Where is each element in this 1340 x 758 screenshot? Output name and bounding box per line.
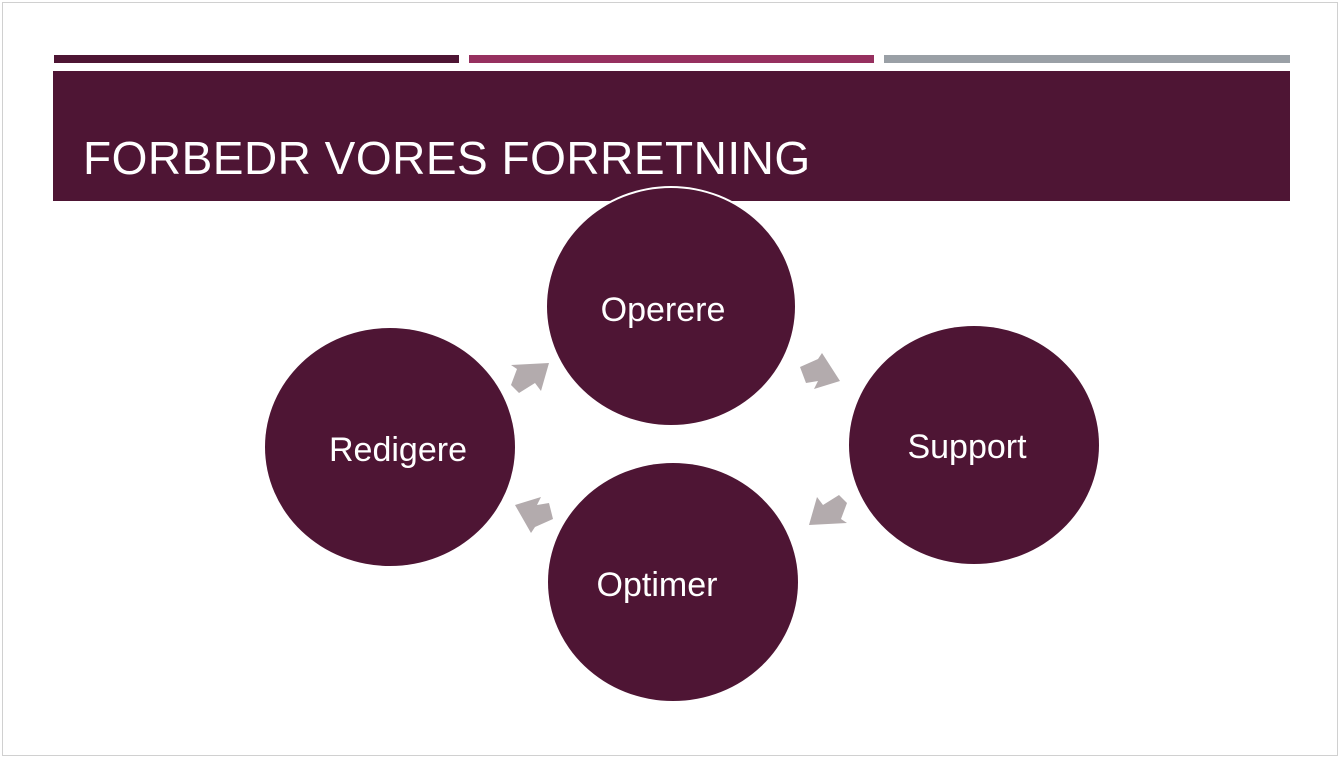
cycle-node-label: Redigere <box>329 430 467 469</box>
accent-bar-magenta <box>469 55 874 63</box>
accent-bar-dark <box>54 55 459 63</box>
arrow-redigere-to-operere-icon <box>511 363 549 393</box>
cycle-node-label: Optimer <box>596 565 718 604</box>
accent-bar-gray <box>884 55 1290 63</box>
cycle-node-optimer: Optimer <box>548 463 798 701</box>
cycle-node-label: Operere <box>600 291 726 329</box>
arrow-optimer-to-redigere-icon <box>515 497 553 533</box>
title-band: FORBEDR VORES FORRETNING <box>53 71 1290 201</box>
arrow-operere-to-support-icon <box>800 353 840 389</box>
cycle-node-redigere: Redigere <box>265 328 515 566</box>
slide-title: FORBEDR VORES FORRETNING <box>83 132 811 184</box>
arrow-support-to-optimer-icon <box>809 495 847 525</box>
cycle-node-label: Support <box>907 427 1027 466</box>
cycle-node-support: Support <box>849 326 1099 564</box>
cycle-node-operere: Operere <box>545 186 797 427</box>
